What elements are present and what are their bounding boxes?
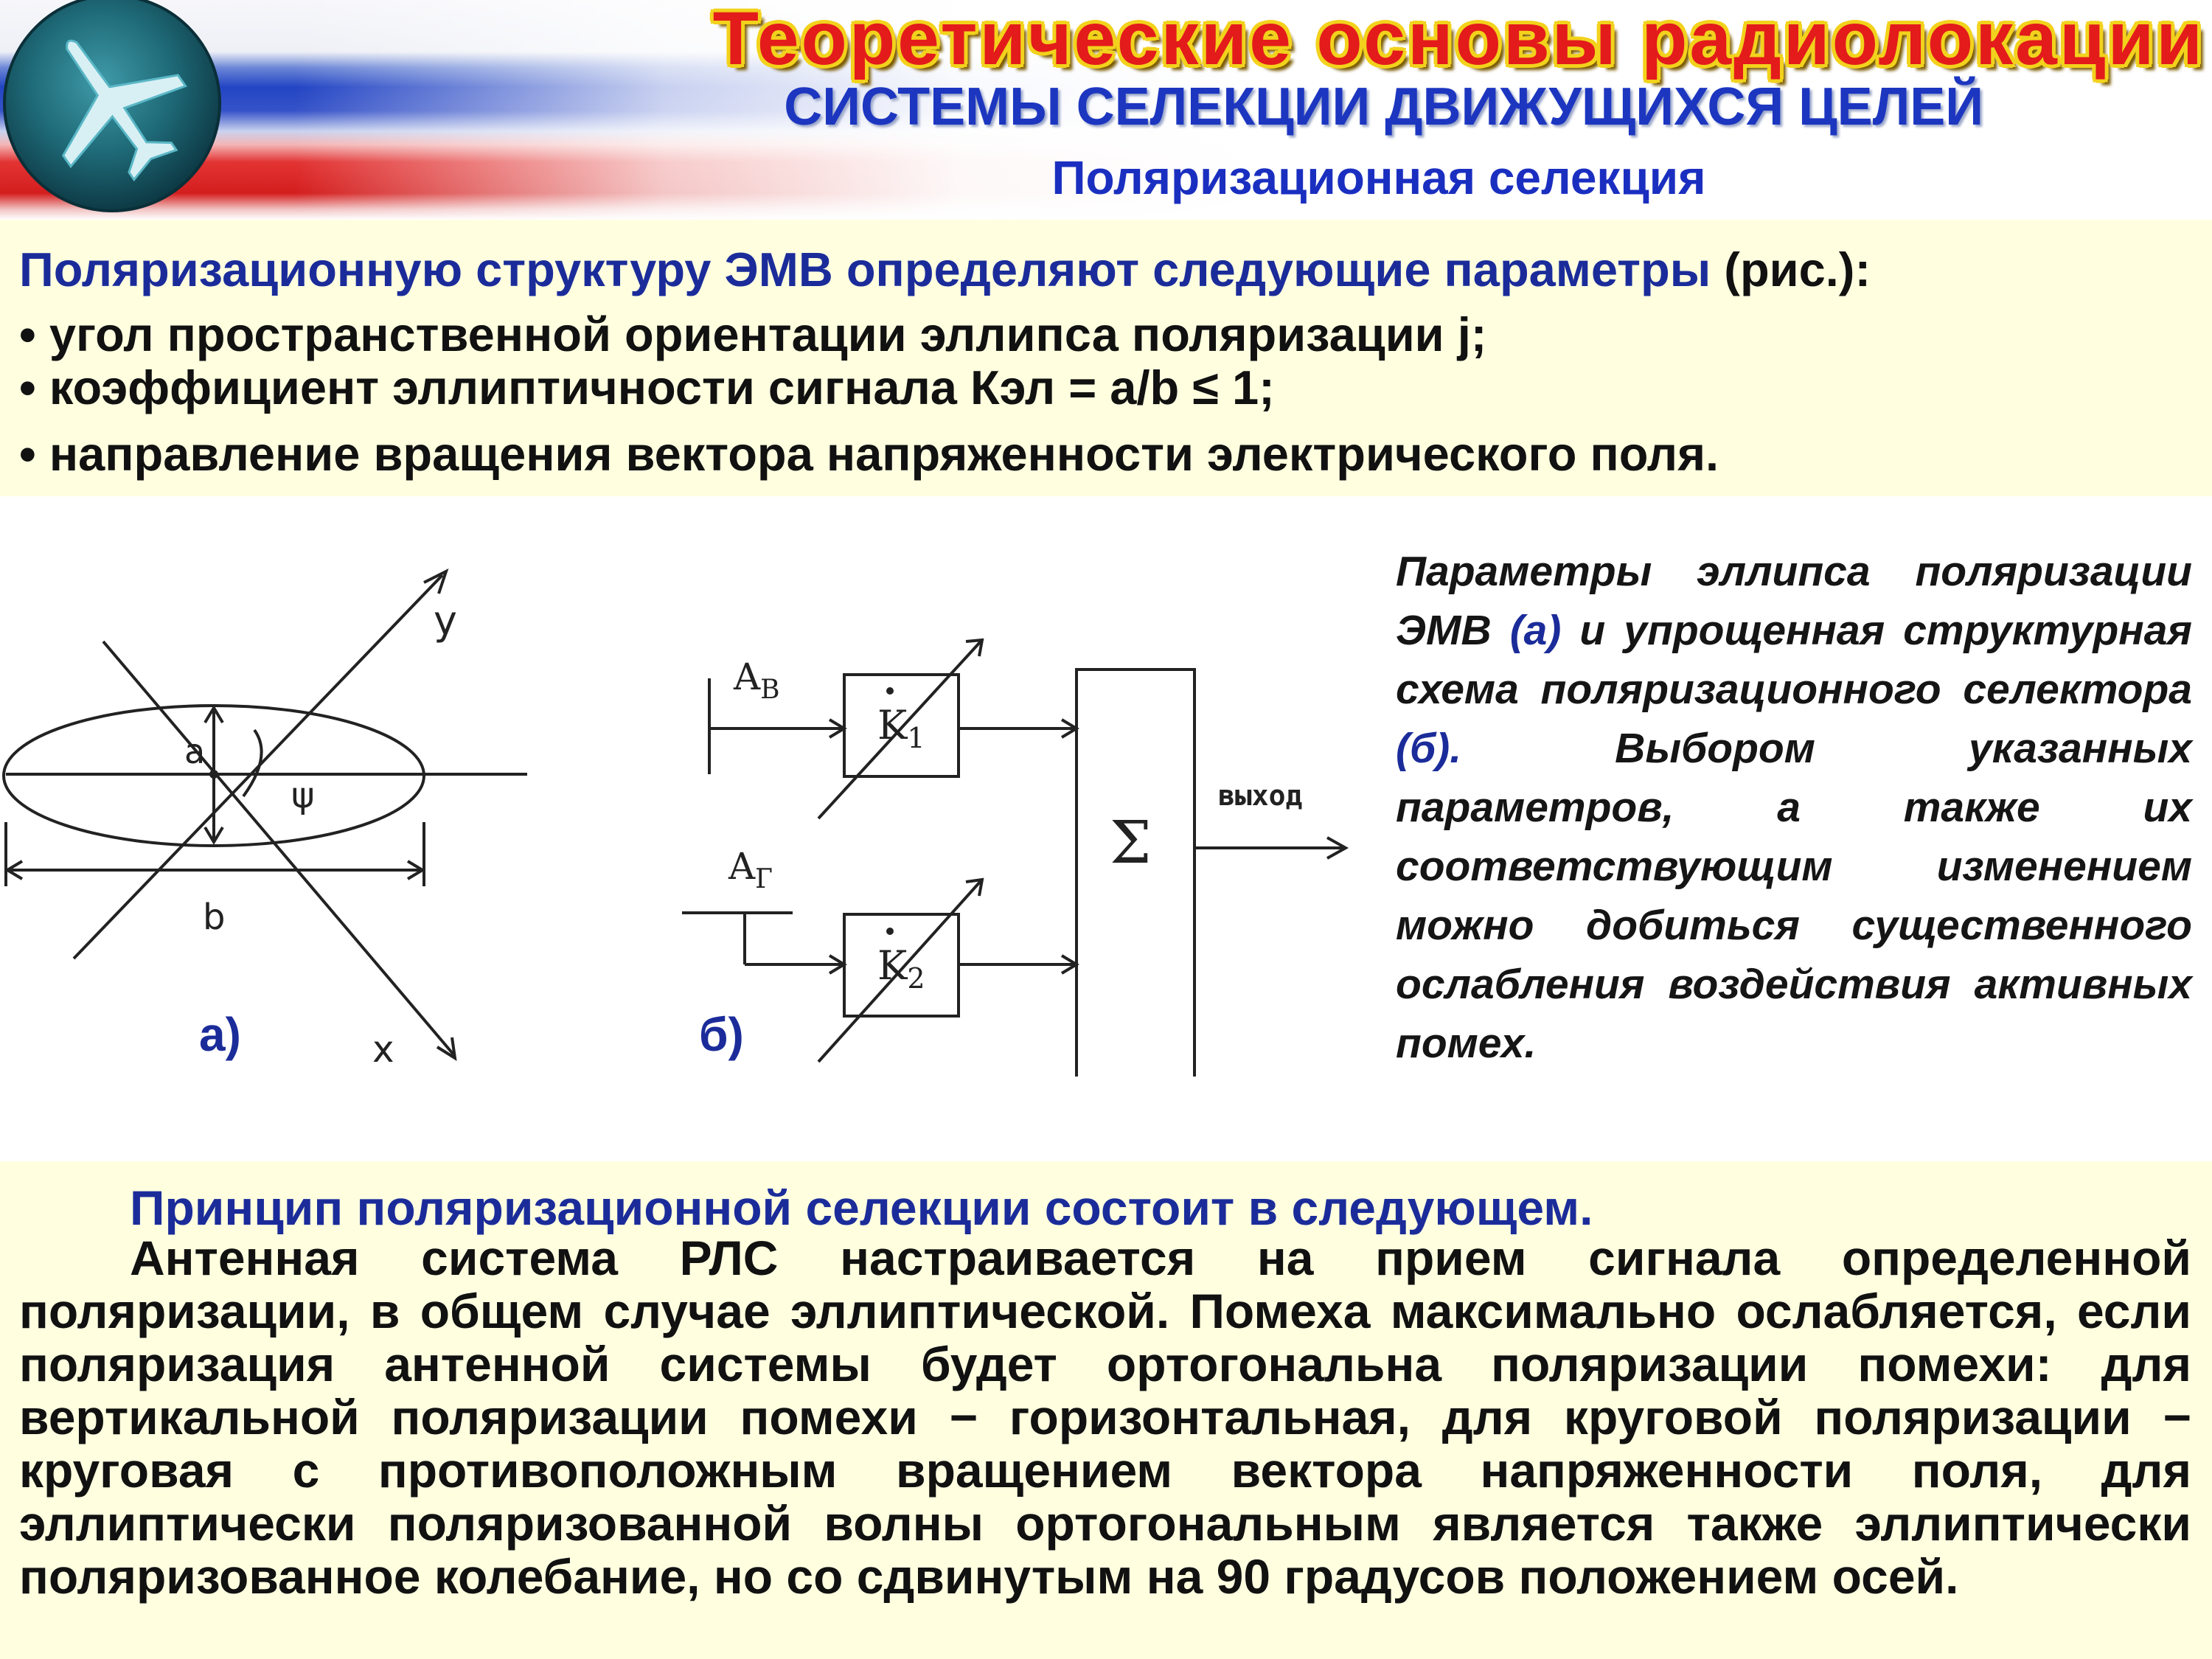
figure-caption: Параметры эллипса поляризации ЭМВ (а) и …	[1396, 542, 2192, 1073]
summator-block	[1075, 668, 1196, 1077]
polarization-selector-scheme: AВ AГ K1 K2 Σ выход	[682, 638, 1349, 1077]
k1-label: K1	[877, 702, 925, 754]
page-title: Теоретические основы радиолокации	[712, 0, 2205, 80]
principle-box: Принцип поляризационной селекции состоит…	[0, 1161, 2212, 1659]
figure-label-a: а)	[199, 1008, 241, 1061]
caption-text: Выбором указанных параметров, а также их…	[1396, 725, 2192, 1067]
y-axis-label: y	[434, 597, 457, 644]
caption-ref-b: (б).	[1396, 725, 1462, 772]
caption-ref-a: (а)	[1509, 607, 1562, 654]
figure-label-b: б)	[699, 1008, 744, 1061]
output-label: выход	[1218, 779, 1302, 812]
parameters-intro-ref: (рис.):	[1711, 243, 1871, 296]
parameters-intro-highlight: Поляризационную структуру ЭМВ определяют…	[19, 243, 1711, 296]
input-vertical-label: AВ	[733, 655, 780, 705]
parameters-intro: Поляризационную структуру ЭМВ определяют…	[19, 242, 1871, 297]
caption-text: и упрощенная структурная схема поляризац…	[1396, 607, 2193, 713]
principle-text: Антенная система РЛС настраивается на пр…	[19, 1231, 2191, 1604]
parameters-box: Поляризационную структуру ЭМВ определяют…	[0, 220, 2212, 496]
polarization-ellipse-diagram: a ψ b y x	[2, 568, 527, 1071]
section-title: Поляризационная селекция	[1051, 151, 1706, 204]
banner-fade	[0, 0, 2212, 220]
x-axis	[102, 640, 455, 1056]
input-horizontal-label: AГ	[728, 845, 773, 894]
caption-text: Параметры эллипса поляризации ЭМВ	[1396, 548, 2192, 654]
k1-block	[843, 673, 960, 778]
semi-axis-a-label: a	[184, 731, 205, 771]
x-axis-label: x	[372, 1028, 394, 1071]
parameter-bullet: • угол пространственной ориентации эллип…	[19, 307, 1487, 361]
angle-psi-label: ψ	[291, 775, 315, 816]
summator-sigma: Σ	[1110, 808, 1152, 877]
parameter-bullet: • коэффициент эллиптичности сигнала Кэл …	[19, 361, 1275, 414]
axis-b-label: b	[203, 897, 225, 938]
page-subtitle: СИСТЕМЫ СЕЛЕКЦИИ ДВИЖУЩИХСЯ ЦЕЛЕЙ	[784, 77, 1983, 136]
header-banner: Теоретические основы радиолокации СИСТЕМ…	[0, 0, 2212, 220]
k2-label: K2	[877, 942, 925, 995]
airplane-logo-icon	[3, 0, 221, 212]
parameter-bullet: • направление вращения вектора напряженн…	[19, 427, 1719, 481]
principle-title: Принцип поляризационной селекции состоит…	[130, 1180, 1593, 1235]
